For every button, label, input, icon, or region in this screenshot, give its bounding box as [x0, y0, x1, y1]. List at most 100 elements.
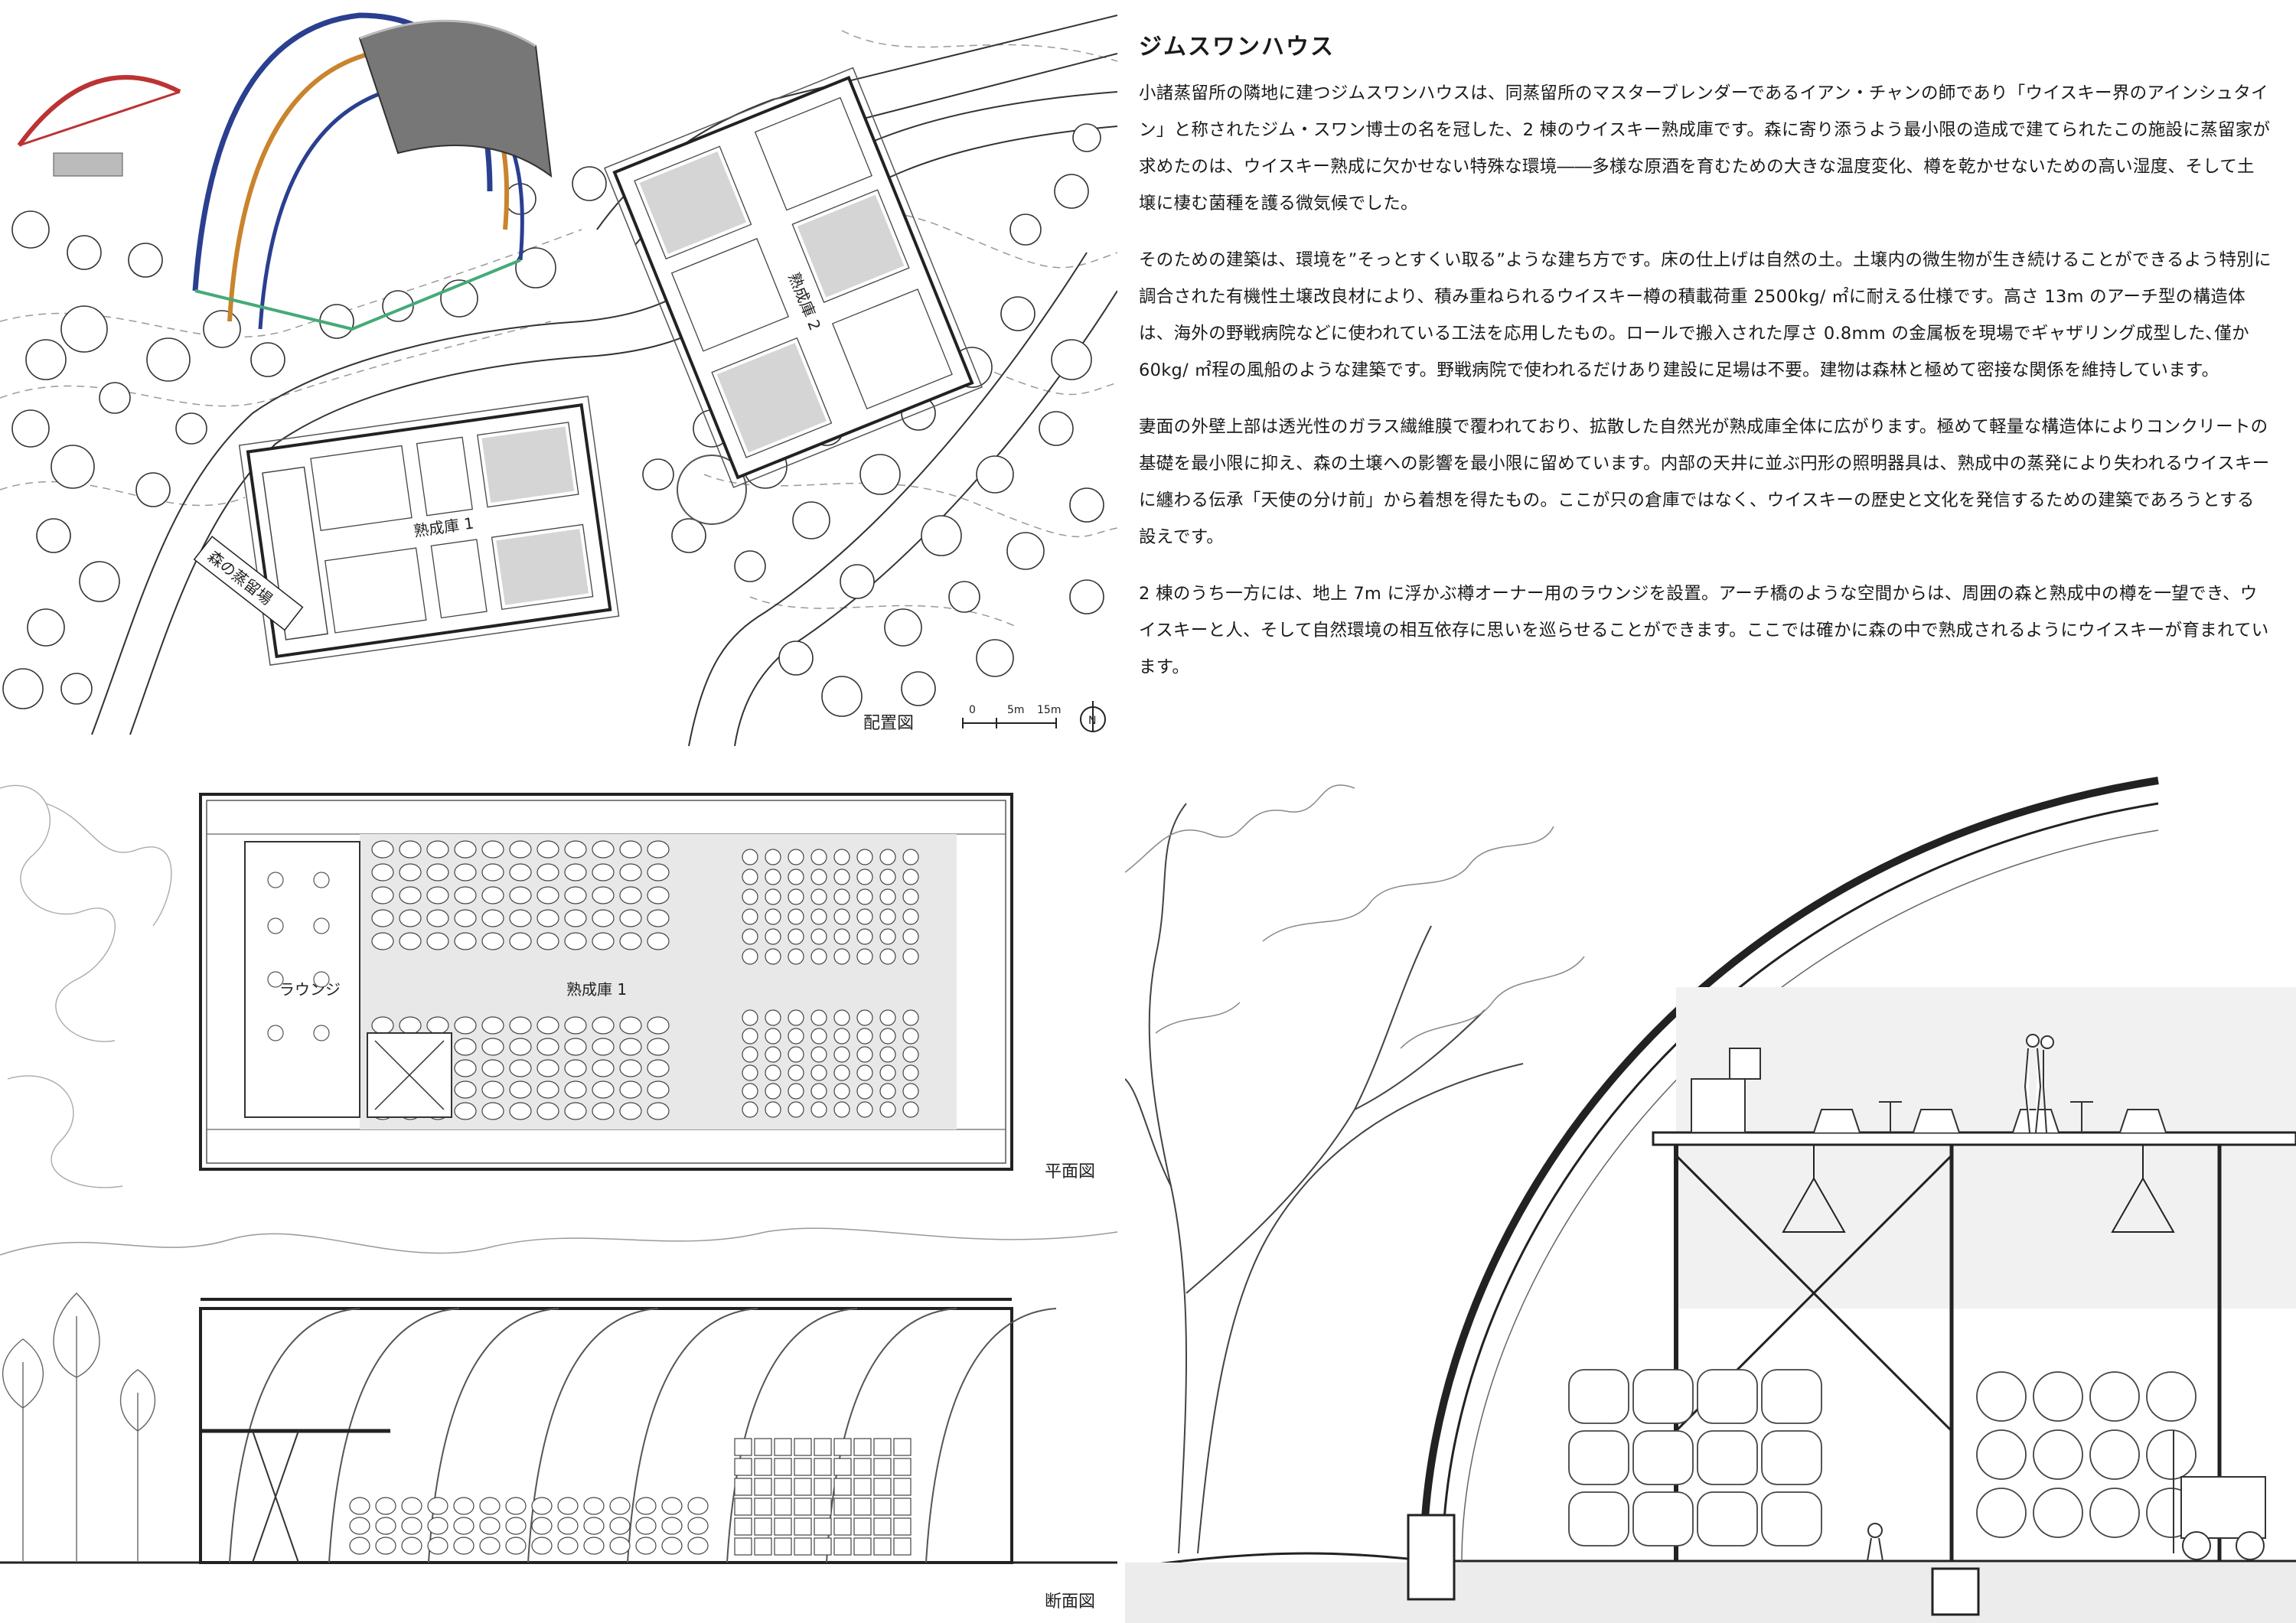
- barrel: [371, 863, 394, 882]
- barrel: [833, 888, 850, 905]
- barrel: [454, 840, 477, 859]
- barrel: [661, 1497, 683, 1515]
- barrel: [833, 1064, 850, 1081]
- barrel: [856, 849, 873, 865]
- barrel: [531, 1497, 553, 1515]
- barrel: [794, 1498, 812, 1516]
- barrel: [592, 909, 615, 927]
- barrel: [401, 1537, 422, 1555]
- barrel: [788, 1101, 804, 1118]
- barrel: [647, 909, 670, 927]
- barrel: [856, 1101, 873, 1118]
- barrel: [734, 1537, 752, 1556]
- barrel: [481, 932, 504, 950]
- barrel: [647, 1102, 670, 1120]
- barrel: [774, 1438, 792, 1456]
- barrel: [902, 1028, 919, 1045]
- barrel: [774, 1498, 792, 1516]
- barrel: [833, 1009, 850, 1026]
- barrel: [371, 886, 394, 904]
- barrel: [481, 1016, 504, 1035]
- barrel: [853, 1438, 872, 1456]
- barrel: [564, 932, 587, 950]
- barrel: [371, 932, 394, 950]
- barrel: [426, 932, 449, 950]
- barrel: [833, 1498, 852, 1516]
- article-paragraph-2: そのための建築は、環境を”そっとすくい取る”ような建ち方です。床の仕上げは自然の…: [1139, 250, 2272, 380]
- barrel: [902, 869, 919, 885]
- barrel: [509, 863, 532, 882]
- barrel: [879, 888, 896, 905]
- barrel: [833, 1517, 852, 1536]
- barrel: [788, 948, 804, 965]
- barrel: [810, 1028, 827, 1045]
- barrel: [371, 909, 394, 927]
- barrel: [609, 1517, 631, 1535]
- barrel: [856, 1046, 873, 1063]
- barrel: [902, 1101, 919, 1118]
- barrel: [399, 863, 422, 882]
- barrel: [536, 1059, 559, 1077]
- barrel: [2089, 1429, 2140, 1480]
- barrel: [893, 1537, 912, 1556]
- barrel: [619, 840, 642, 859]
- barrel: [856, 1009, 873, 1026]
- barrel: [742, 1101, 758, 1118]
- section-view-caption: 断面図: [1045, 1592, 1095, 1612]
- barrel: [788, 1009, 804, 1026]
- barrel: [879, 1101, 896, 1118]
- barrel: [1761, 1430, 1822, 1485]
- barrel: [479, 1537, 501, 1555]
- barrel: [426, 840, 449, 859]
- barrel: [453, 1497, 475, 1515]
- barrel: [742, 948, 758, 965]
- arch-rib: [328, 1308, 460, 1563]
- barrel: [742, 1046, 758, 1063]
- scale-0: 0: [969, 704, 976, 716]
- barrel: [902, 948, 919, 965]
- barrel: [765, 869, 781, 885]
- barrel: [375, 1517, 396, 1535]
- barrel: [619, 909, 642, 927]
- barrel: [619, 863, 642, 882]
- barrel: [833, 1438, 852, 1456]
- barrel: [454, 886, 477, 904]
- barrel: [619, 886, 642, 904]
- barrel: [788, 908, 804, 925]
- barrel: [399, 1016, 422, 1035]
- barrel: [564, 909, 587, 927]
- barrel: [564, 1038, 587, 1056]
- barrel: [814, 1537, 832, 1556]
- barrel: [833, 1046, 850, 1063]
- article-paragraph-4: 2 棟のうち一方には、地上 7m に浮かぶ樽オーナー用のラウンジを設置。アーチ橋…: [1139, 584, 2269, 677]
- barrel: [742, 1064, 758, 1081]
- barrel: [592, 886, 615, 904]
- barrel: [734, 1458, 752, 1476]
- barrel: [536, 863, 559, 882]
- barrel: [583, 1497, 605, 1515]
- barrel: [509, 886, 532, 904]
- barrel: [754, 1478, 772, 1496]
- barrel: [349, 1537, 370, 1555]
- barrel: [399, 932, 422, 950]
- barrel: [902, 908, 919, 925]
- arch-rib: [627, 1308, 758, 1563]
- barrel: [853, 1517, 872, 1536]
- barrel: [742, 1083, 758, 1100]
- barrel: [810, 849, 827, 865]
- barrel: [734, 1478, 752, 1496]
- barrel: [536, 840, 559, 859]
- barrel: [879, 849, 896, 865]
- barrel: [1761, 1369, 1822, 1424]
- barrel: [505, 1537, 527, 1555]
- article: ジムスワンハウス 小諸蒸留所の隣地に建つジムスワンハウスは、同蒸留所のマスターブ…: [1139, 28, 2272, 706]
- barrel: [873, 1478, 892, 1496]
- barrel: [481, 1059, 504, 1077]
- barrel: [833, 908, 850, 925]
- barrel: [583, 1517, 605, 1535]
- barrel: [536, 932, 559, 950]
- barrel: [479, 1517, 501, 1535]
- barrel: [765, 1101, 781, 1118]
- long-section-drawing: 断面図: [0, 1227, 1117, 1612]
- barrel: [1976, 1429, 2027, 1480]
